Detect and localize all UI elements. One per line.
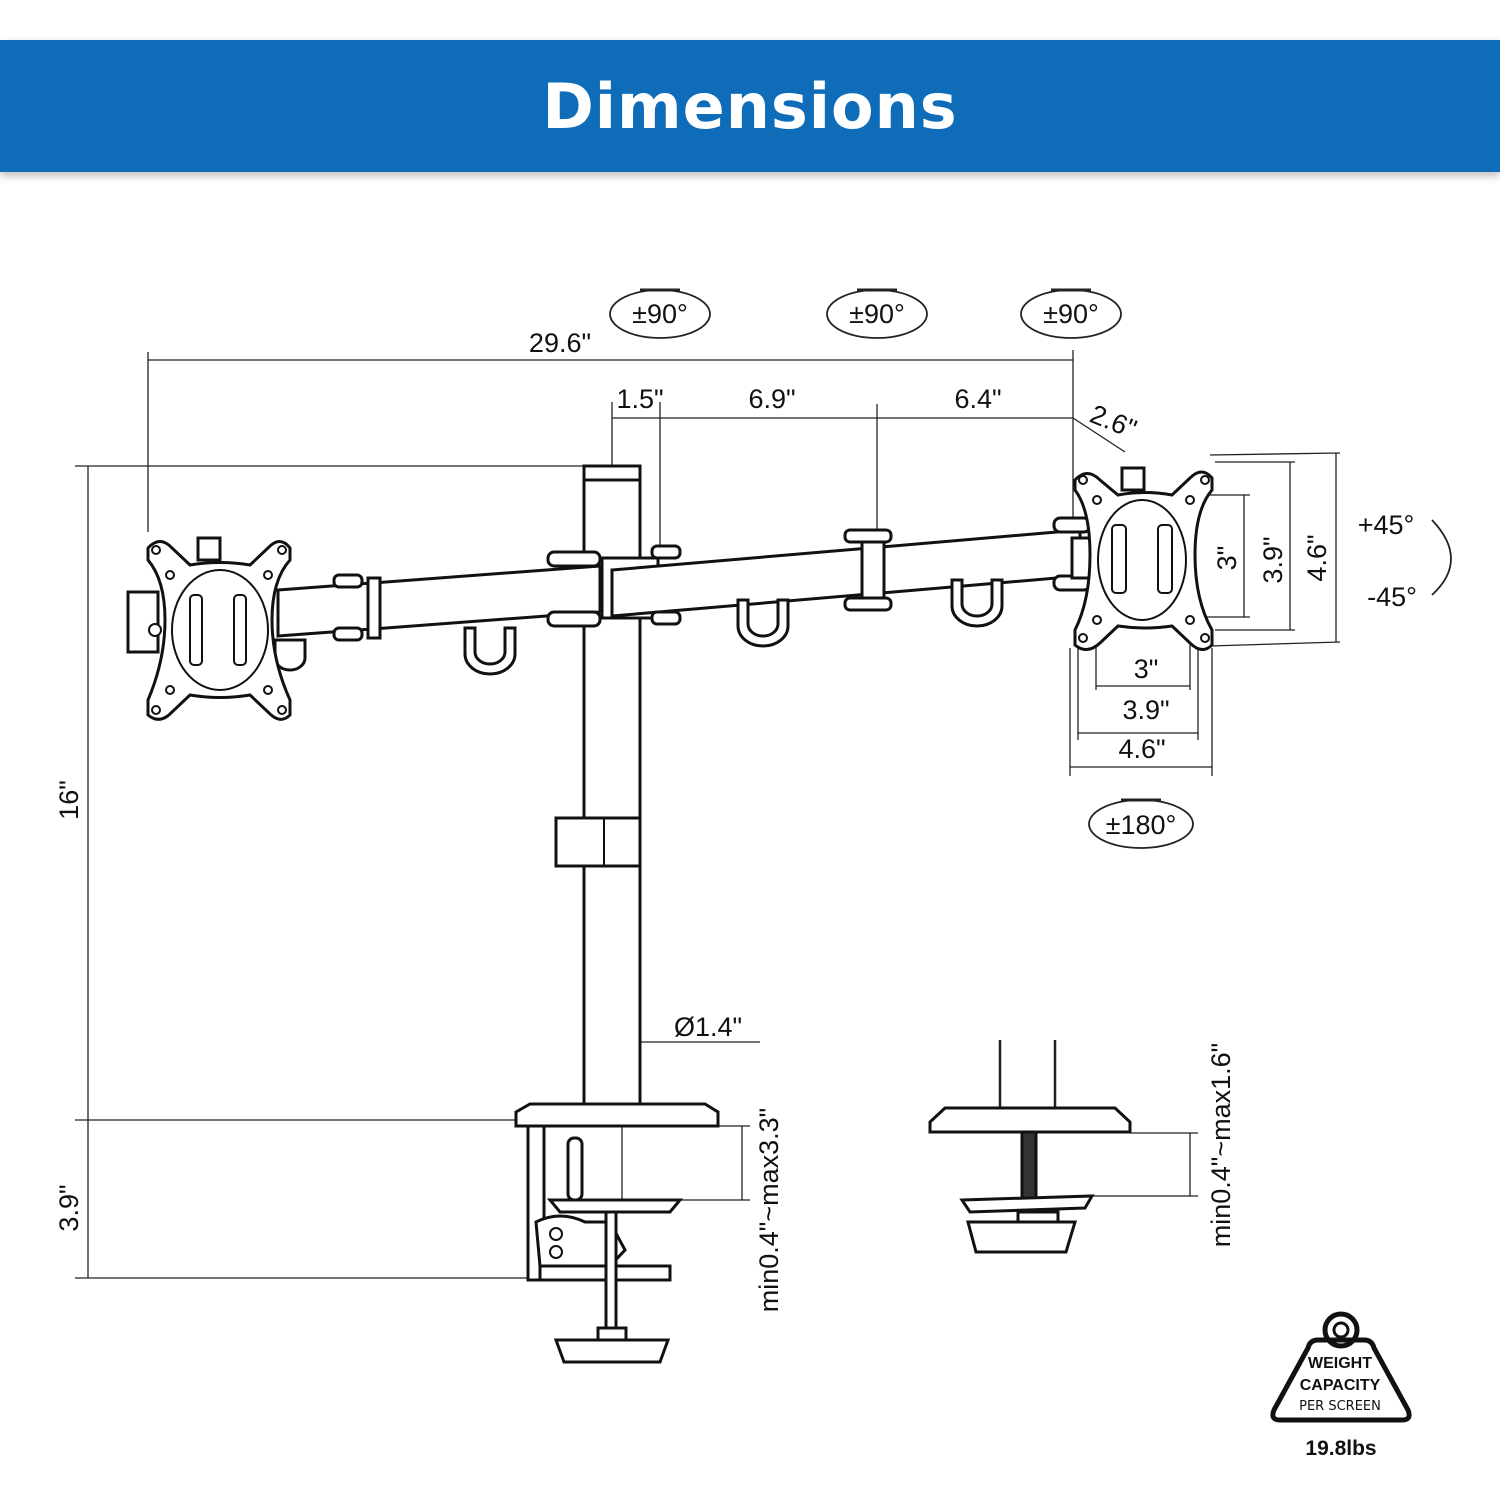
dim-clamp-range: min0.4"~max3.3" xyxy=(754,1108,784,1313)
dimension-lines xyxy=(75,350,1341,1279)
dim-total-width: 29.6" xyxy=(529,328,591,358)
dim-plate-v: 4.6" xyxy=(1302,534,1332,581)
right-vesa-plate xyxy=(1073,466,1214,651)
dim-clamp-height: 3.9" xyxy=(54,1184,84,1231)
page-title: Dimensions xyxy=(542,69,958,143)
badge-line1: WEIGHT xyxy=(1308,1355,1372,1372)
dim-vesa-h-large: 3.9" xyxy=(1122,695,1169,725)
tilt-up-label: +45° xyxy=(1358,510,1415,540)
dim-pole-height: 16" xyxy=(54,780,84,820)
left-vesa-plate xyxy=(126,536,292,721)
pole-cap xyxy=(582,464,642,482)
left-arm xyxy=(273,550,602,676)
tilt-down-label: -45° xyxy=(1367,582,1417,612)
dim-vesa-v-large: 3.9" xyxy=(1258,536,1288,583)
weight-icon xyxy=(1270,1337,1412,1423)
badge-value: 19.8lbs xyxy=(1305,1437,1376,1460)
dim-plate-h: 4.6" xyxy=(1118,734,1165,764)
dim-arm-1: 1.5" xyxy=(616,384,663,414)
dim-arm-3: 6.4" xyxy=(954,384,1001,414)
grommet-base xyxy=(928,1040,1132,1254)
rotation-joint-1: ±90° xyxy=(632,299,688,329)
rotation-indicators xyxy=(609,288,1452,849)
badge-line2: CAPACITY xyxy=(1300,1377,1381,1394)
dim-pole-diameter: Ø1.4" xyxy=(674,1012,742,1042)
rotation-joint-2: ±90° xyxy=(849,299,905,329)
badge-line3: PER SCREEN xyxy=(1299,1399,1381,1414)
dim-arm-4: 2.6" xyxy=(1086,399,1141,444)
dim-vesa-h-small: 3" xyxy=(1134,654,1159,684)
cable-clip xyxy=(554,816,642,868)
dim-arm-2: 6.9" xyxy=(748,384,795,414)
weight-badge: WEIGHT CAPACITY PER SCREEN 19.8lbs xyxy=(1270,1311,1412,1460)
rotation-swivel: ±180° xyxy=(1106,810,1177,840)
dim-grommet-range: min0.4"~max1.6" xyxy=(1206,1043,1236,1248)
right-arm xyxy=(600,516,1092,648)
dim-vesa-v-small: 3" xyxy=(1212,546,1242,571)
header-banner: Dimensions xyxy=(0,40,1500,172)
rotation-joint-3: ±90° xyxy=(1043,299,1099,329)
c-clamp xyxy=(514,1102,720,1364)
